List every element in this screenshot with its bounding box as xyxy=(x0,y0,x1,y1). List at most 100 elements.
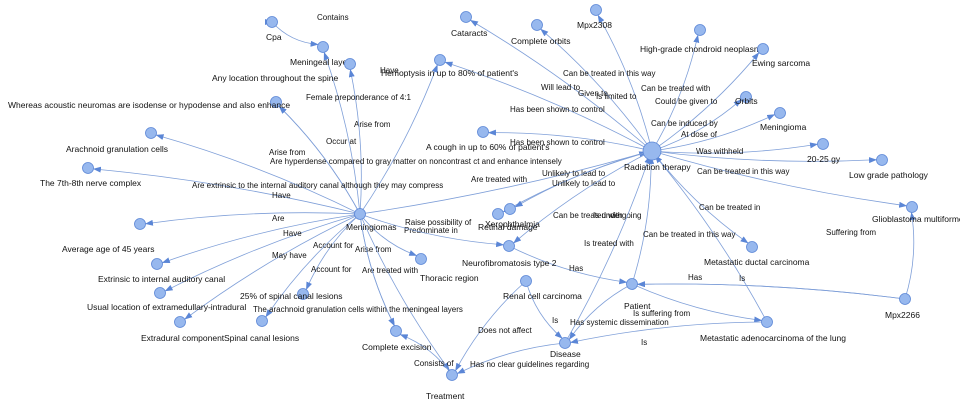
edge-label: Can be treated in this way xyxy=(563,69,656,78)
edge-radiation-to-orbits xyxy=(651,99,742,152)
node-treatment[interactable] xyxy=(446,369,458,381)
node-disease[interactable] xyxy=(559,337,571,349)
node-mpx2308[interactable] xyxy=(590,4,602,16)
node-renal[interactable] xyxy=(520,275,532,287)
edge-label: Are hyperdense compared to gray matter o… xyxy=(270,157,562,166)
node-acoustic[interactable] xyxy=(270,96,282,108)
edge-radiation-to-cataracts xyxy=(470,19,653,152)
node-lowgrade[interactable] xyxy=(876,154,888,166)
node-spinal25[interactable] xyxy=(297,288,309,300)
edge-patient-to-disease xyxy=(568,283,633,340)
edge-label: Predominate in xyxy=(404,226,458,235)
edge-label: Contains xyxy=(317,13,349,22)
edge-label: Occur at xyxy=(326,137,357,146)
node-label-extrinsic: Extrinsic to internal auditory canal xyxy=(98,274,225,284)
edge-adeno-to-disease xyxy=(569,321,768,344)
node-gy[interactable] xyxy=(817,138,829,150)
node-spine[interactable] xyxy=(344,58,356,70)
edge-label: At dose of xyxy=(681,130,718,139)
edge-adeno-to-radiation xyxy=(654,155,768,323)
node-cpa[interactable] xyxy=(266,16,278,28)
node-label-extradural: Extradural component xyxy=(141,333,225,343)
edge-meningiomas-to-usual xyxy=(164,213,361,292)
node-label-xeroph: Xerophthalmia xyxy=(485,219,540,229)
node-cataracts[interactable] xyxy=(460,11,472,23)
node-cough[interactable] xyxy=(477,126,489,138)
node-nf2[interactable] xyxy=(503,240,515,252)
node-patient[interactable] xyxy=(626,278,638,290)
node-radiation[interactable] xyxy=(642,141,662,161)
node-chondroid[interactable] xyxy=(694,24,706,36)
edge-label: Is undergoing xyxy=(593,211,641,220)
node-meningiomas[interactable] xyxy=(354,208,366,220)
node-adeno[interactable] xyxy=(761,316,773,328)
node-orbits-complete[interactable] xyxy=(531,19,543,31)
edge-label: Can be treated with xyxy=(641,84,710,93)
node-spinal[interactable] xyxy=(256,315,268,327)
edge-meningiomas-to-hemoptysis xyxy=(359,64,438,215)
node-label-patient: Patient xyxy=(624,301,651,311)
node-retinal[interactable] xyxy=(492,208,504,220)
node-hemoptysis[interactable] xyxy=(434,54,446,66)
node-label-excision: Complete excision xyxy=(362,342,432,352)
node-label-chondroid: High-grade chondroid neoplasm xyxy=(640,44,761,54)
node-label-ductal: Metastatic ductal carcinoma xyxy=(704,257,810,267)
edge-label: Suffering from xyxy=(826,228,876,237)
node-usual[interactable] xyxy=(154,287,166,299)
node-thoracic[interactable] xyxy=(415,253,427,265)
edge-nf2-to-patient xyxy=(508,245,628,285)
edge-label: Has xyxy=(569,264,583,273)
edge-label: Is suffering from xyxy=(633,309,691,318)
edge-disease-to-treatment xyxy=(456,342,566,374)
node-label-gy: 20-25 gy xyxy=(807,154,841,164)
edge-radiation-to-ewing xyxy=(651,52,760,152)
edge-label: Has no clear guidelines regarding xyxy=(470,360,589,369)
node-label-spinal: Spinal canal lesions xyxy=(224,333,299,343)
node-orbits[interactable] xyxy=(740,91,752,103)
edge-patient-to-radiation xyxy=(631,155,655,285)
node-meningioma[interactable] xyxy=(774,107,786,119)
edge-label: Account for xyxy=(311,265,352,274)
node-extradural[interactable] xyxy=(174,316,186,328)
node-extrinsic[interactable] xyxy=(151,258,163,270)
node-label-renal: Renal cell carcinoma xyxy=(503,291,582,301)
edge-meningiomas-to-nerve xyxy=(92,166,361,215)
node-glioblastoma[interactable] xyxy=(906,201,918,213)
node-age[interactable] xyxy=(134,218,146,230)
edge-label: Consists of xyxy=(414,359,454,368)
node-meningeal[interactable] xyxy=(317,41,329,53)
node-nerve[interactable] xyxy=(82,162,94,174)
node-ductal[interactable] xyxy=(746,241,758,253)
edge-label: Unlikely to lead to xyxy=(542,169,606,178)
node-label-cataracts: Cataracts xyxy=(451,28,487,38)
node-arachnoid-cells[interactable] xyxy=(145,127,157,139)
edge-meningiomas-to-age xyxy=(145,212,361,226)
node-label-meningioma: Meningioma xyxy=(760,122,807,132)
edge-label: Has xyxy=(688,273,702,282)
edge-label: Is treated with xyxy=(584,239,634,248)
node-excision[interactable] xyxy=(390,325,402,337)
edge-label: Are treated with xyxy=(471,175,527,184)
node-xeroph[interactable] xyxy=(504,203,516,215)
node-label-mpx2308: Mpx2308 xyxy=(577,20,612,30)
node-label-orbits: Orbits xyxy=(735,96,758,106)
edge-label: Have xyxy=(283,229,302,238)
node-ewing[interactable] xyxy=(757,43,769,55)
edge-meningiomas-to-extrinsic xyxy=(161,213,361,264)
edge-label: Could be given to xyxy=(655,97,718,106)
edge-label: Are extrinsic to the internal auditory c… xyxy=(192,181,443,190)
edge-meningiomas-to-spinal25 xyxy=(306,213,361,291)
edge-meningiomas-to-treatment xyxy=(359,213,450,371)
edge-label: Raise possibility of xyxy=(405,218,472,227)
node-label-radiation: Radiation therapy xyxy=(624,162,691,172)
node-label-meningeal: Meningeal layers xyxy=(290,57,354,67)
edge-patient-to-adeno xyxy=(631,283,763,323)
edge-label: Can be treated with xyxy=(553,211,622,220)
node-label-arachnoid-cells: Arachnoid granulation cells xyxy=(66,144,168,154)
edge-renal-to-disease xyxy=(525,280,563,339)
edge-radiation-to-gy xyxy=(651,142,818,154)
node-label-spinal25: 25% of spinal canal lesions xyxy=(240,291,343,301)
edge-label: Unlikely to lead to xyxy=(552,179,616,188)
node-mpx2266[interactable] xyxy=(899,293,911,305)
